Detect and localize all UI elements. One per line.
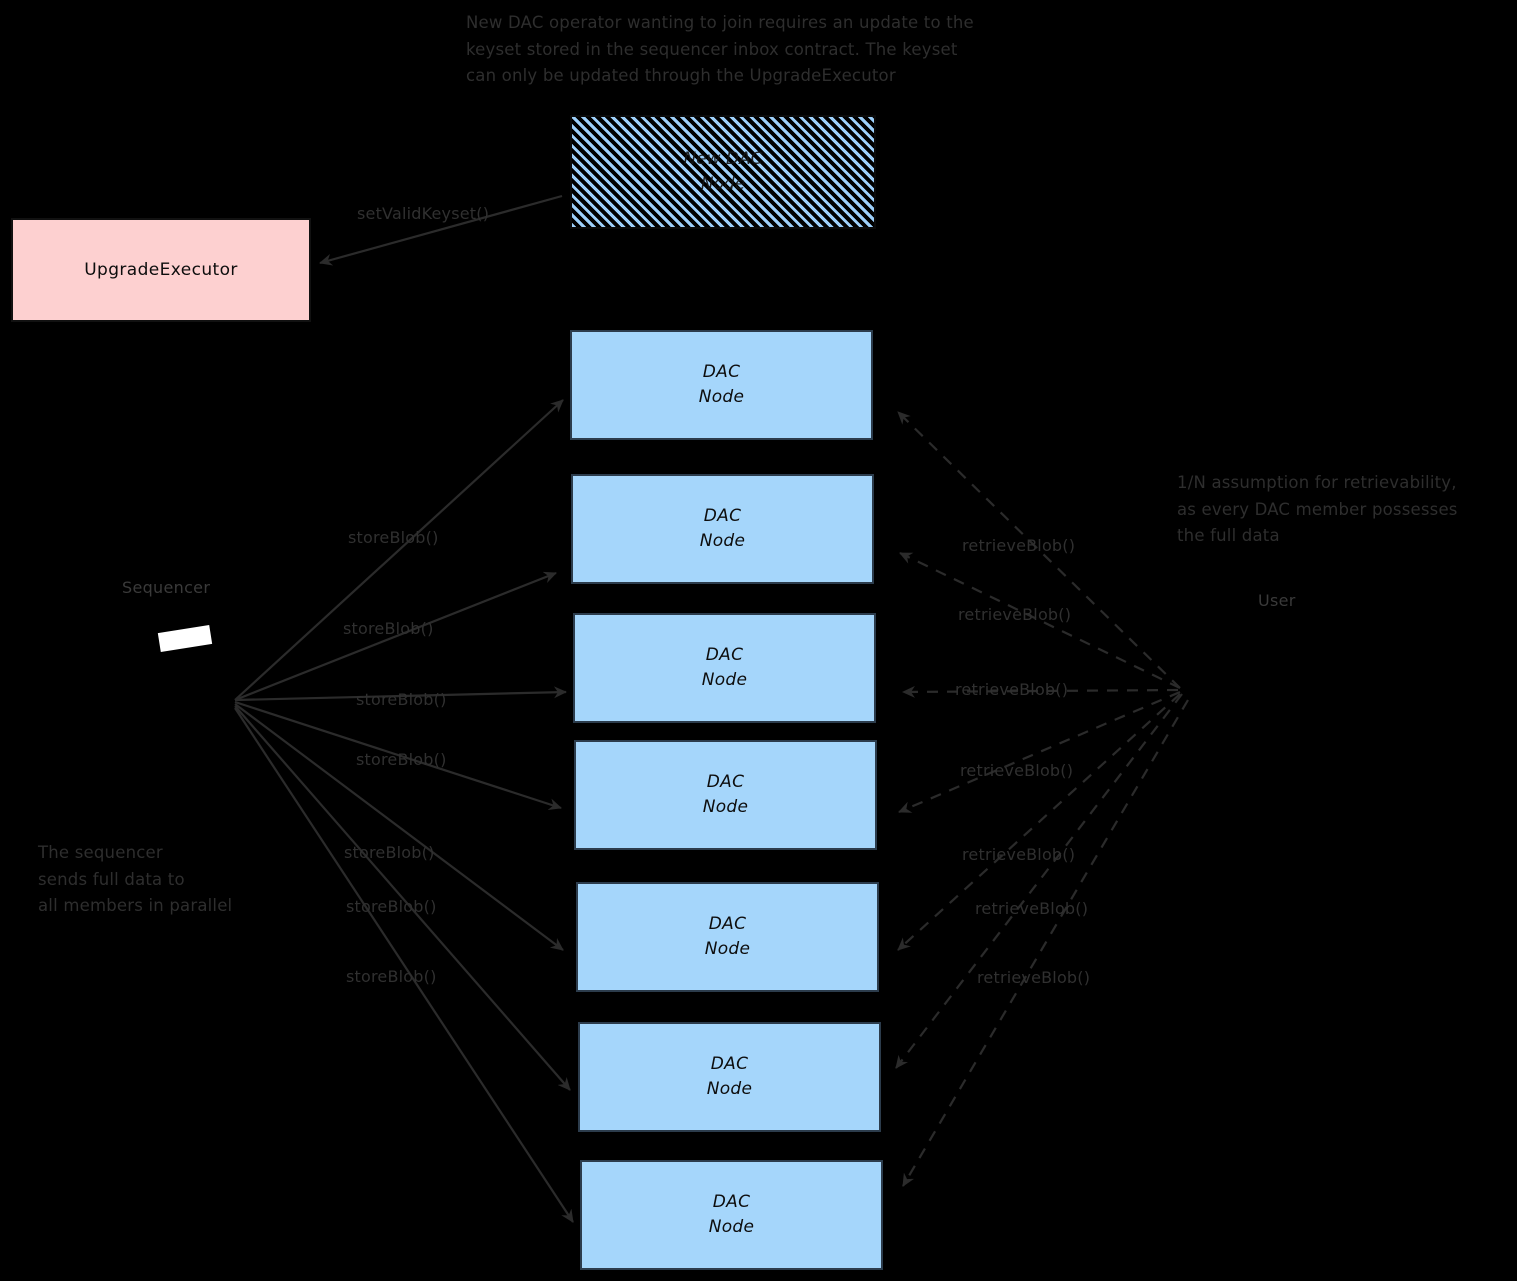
edge-store-blob-2 [234,571,557,702]
new-dac-node-label-line1: New DAC [683,149,763,170]
edge-store-blob-7 [234,707,574,1223]
edge-store-blob-5 [234,703,564,951]
edge-retrieve-blob-4 [898,690,1181,814]
edge-group-retrieve-blob [895,411,1189,1187]
dac-node-label-line2: Node [701,670,748,690]
dac-node-label-line1: DAC [703,506,742,527]
edge-retrieve-blob-6 [895,693,1183,1069]
edge-label-retrieve-blob-5: retrieveBlob() [962,845,1076,864]
edge-store-blob-6 [234,705,571,1091]
dac-node-box-7[interactable]: DAC Node [580,1160,883,1270]
edge-label-store-blob-7: storeBlob() [346,967,437,986]
edge-retrieve-blob-1 [897,411,1181,689]
edge-label-store-blob-1: storeBlob() [348,528,439,547]
edge-retrieve-blob-5 [897,693,1181,951]
edge-label-retrieve-blob-2: retrieveBlob() [958,605,1072,624]
dac-node-label-line2: Node [699,531,746,551]
edge-label-retrieve-blob-6: retrieveBlob() [975,899,1089,918]
dac-node-box-1[interactable]: DAC Node [570,330,873,440]
dac-node-label-line1: DAC [706,772,745,793]
dac-node-label-line2: Node [698,387,745,407]
edge-label-store-blob-5: storeBlob() [344,843,435,862]
dac-node-label-line2: Node [708,1217,755,1237]
sequencer-label: Sequencer [122,578,211,597]
annotation-left: The sequencer sends full data to all mem… [38,843,233,916]
edge-store-blob-1 [234,399,564,701]
dac-node-label-line2: Node [702,797,749,817]
dac-node-label-line1: DAC [708,914,747,935]
dac-node-box-4[interactable]: DAC Node [574,740,877,850]
dac-node-label-line2: Node [706,1079,753,1099]
edge-store-blob-4 [234,700,562,810]
dac-node-box-2[interactable]: DAC Node [571,474,874,584]
edge-set-valid-keyset [319,194,563,266]
dac-node-label-line2: Node [704,939,751,959]
edge-label-retrieve-blob-3: retrieveBlob() [955,680,1069,699]
new-dac-node-label-line2: Node [700,174,746,194]
edge-label-set-valid-keyset: setValidKeyset() [357,204,490,223]
user-label: User [1258,591,1296,610]
edge-label-store-blob-2: storeBlob() [343,619,434,638]
dac-node-box-6[interactable]: DAC Node [578,1022,881,1132]
dac-node-box-5[interactable]: DAC Node [576,882,879,992]
edge-retrieve-blob-7 [902,699,1189,1187]
edge-group-store-blob [234,399,574,1223]
edge-label-retrieve-blob-7: retrieveBlob() [977,968,1091,987]
upgrade-executor-box[interactable]: UpgradeExecutor [11,218,311,322]
dac-node-label-line1: DAC [702,362,741,383]
upgrade-executor-label: UpgradeExecutor [84,260,238,280]
annotation-top: New DAC operator wanting to join require… [466,13,974,86]
edge-label-store-blob-4: storeBlob() [356,750,447,769]
edge-label-store-blob-3: storeBlob() [356,690,447,709]
dac-node-label-line1: DAC [705,645,744,666]
dac-node-box-3[interactable]: DAC Node [573,613,876,723]
dac-node-label-line1: DAC [710,1054,749,1075]
edge-label-retrieve-blob-4: retrieveBlob() [960,761,1074,780]
new-dac-node-box[interactable]: New DAC Node [570,115,876,229]
annotation-right: 1/N assumption for retrievability, as ev… [1177,473,1458,546]
edge-label-retrieve-blob-1: retrieveBlob() [962,536,1076,555]
dac-node-label-line1: DAC [712,1192,751,1213]
edge-label-store-blob-6: storeBlob() [346,897,437,916]
edge-retrieve-blob-3 [902,685,1179,698]
edge-store-blob-3 [234,686,567,702]
